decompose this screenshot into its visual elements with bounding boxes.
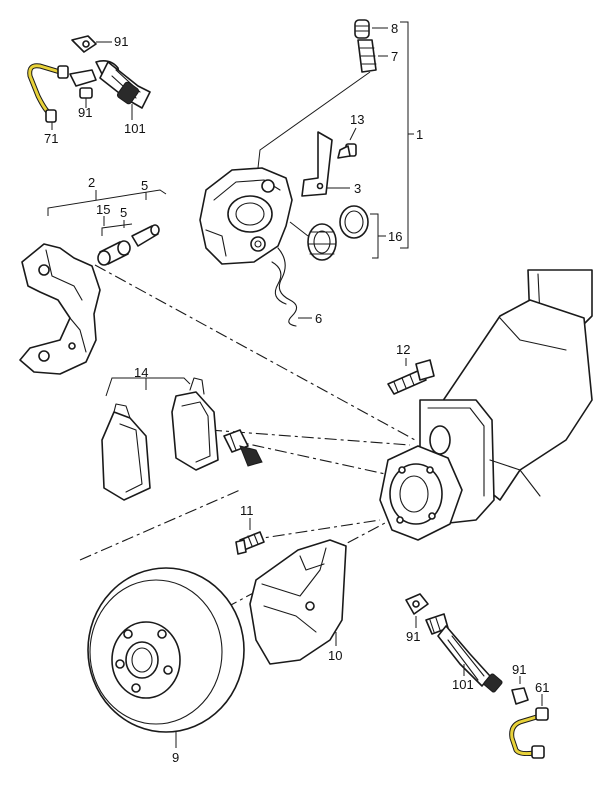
callout-9: 9 [172,750,179,765]
callout-5: 5 [141,178,148,193]
callout-3: 3 [354,181,361,196]
brake-hose-upper [27,35,151,130]
callout-7: 7 [391,49,398,64]
bushing-15 [97,240,131,266]
callout-14: 14 [134,365,148,380]
callout-91-b: 91 [78,105,92,120]
callout-8: 8 [391,21,398,36]
callout-6: 6 [315,311,322,326]
callout-101-a: 101 [124,121,146,136]
callout-13: 13 [350,112,364,127]
callout-2: 2 [88,175,95,190]
piston-seal-16 [289,205,386,261]
brake-caliper [199,167,293,265]
brake-hose-lower [405,593,529,705]
hex-bolt-12 [387,358,435,395]
bracket-14 [105,377,191,397]
callout-11: 11 [240,503,254,518]
callout-1: 1 [416,127,423,142]
steering-knuckle [379,269,593,541]
wear-sensor [223,429,263,467]
callout-101-b: 101 [452,677,474,692]
callout-91-c: 91 [406,629,420,644]
splash-shield-10 [249,539,347,665]
callout-71: 71 [44,131,58,146]
brake-pipe-61-highlight [510,714,542,756]
callout-15: 15 [96,202,110,217]
callout-16: 16 [388,229,402,244]
callout-10: 10 [328,648,342,663]
brake-pipe-71-highlight [28,64,62,114]
brake-pad-outer [101,403,151,501]
caliper-bracket-3 [301,127,357,197]
callout-61: 61 [535,680,549,695]
caliper-carrier [19,243,101,375]
bracket-1 [400,21,409,249]
bleeder-valve [354,19,388,73]
guide-pin-5 [131,224,160,247]
brake-disc-9 [87,567,245,748]
callout-5b: 5 [120,205,127,220]
brake-pad-inner [171,377,219,471]
brake-pipe-61 [509,694,549,759]
bolt-11 [235,518,265,555]
callout-91-d: 91 [512,662,526,677]
bracket-2 [47,189,167,216]
callout-91-a: 91 [114,34,128,49]
wire-spring-6 [271,247,312,327]
callout-12: 12 [396,342,410,357]
